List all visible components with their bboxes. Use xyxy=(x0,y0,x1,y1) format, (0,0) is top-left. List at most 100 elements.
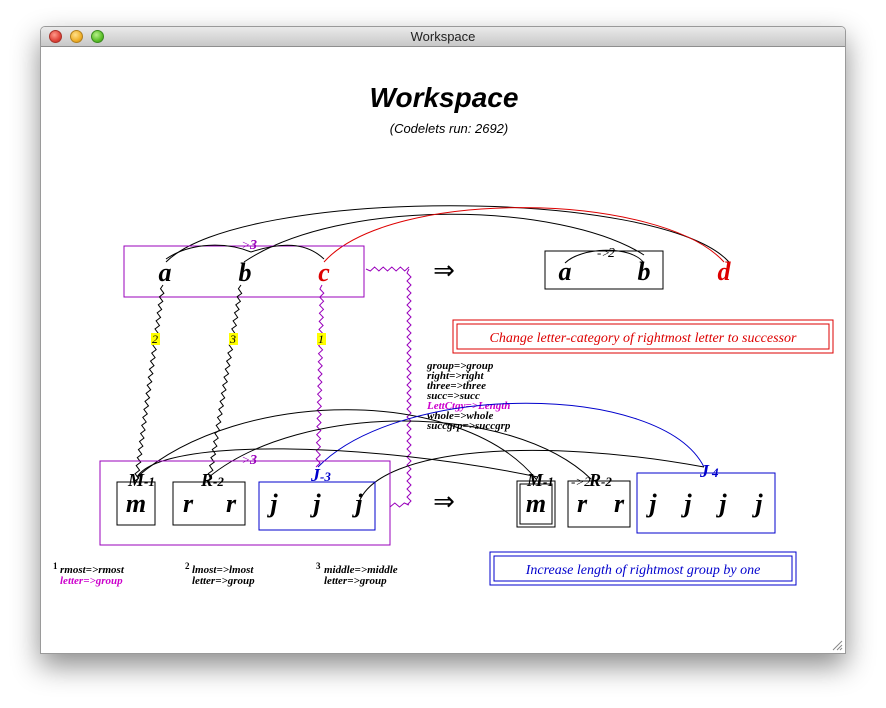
transform-arrow-top: ⇒ xyxy=(433,256,455,285)
zoom-button[interactable] xyxy=(91,30,104,43)
initial-letter-b: b xyxy=(239,258,252,287)
target-group-m-box xyxy=(116,481,156,526)
rule-top-text: Change letter-category of rightmost lett… xyxy=(490,331,797,346)
slippage-item: right=>right xyxy=(427,370,485,382)
target-whole-length: 3 xyxy=(249,453,257,468)
correspondence-arc xyxy=(243,213,645,263)
target-letter: r xyxy=(183,489,194,518)
initial-group-arc xyxy=(250,244,325,260)
bridge-zigzag xyxy=(133,284,165,483)
rule-bottom-box-inner xyxy=(493,555,793,582)
footnote-line: lmost=>lmost xyxy=(192,564,254,576)
correspondence-arc xyxy=(165,205,730,263)
answer-letter: j xyxy=(680,489,692,518)
bridge-zigzag xyxy=(206,284,243,483)
target-whole-group-box xyxy=(99,460,391,546)
target-group-r-box xyxy=(172,481,246,526)
target-group-m-label: M-1 xyxy=(127,470,155,490)
bond-number-3: 1 xyxy=(318,332,324,346)
initial-letter-a: a xyxy=(159,258,172,287)
bridge-zigzag xyxy=(365,266,410,272)
modified-letter-b: b xyxy=(638,257,651,286)
initial-group-length: 3 xyxy=(249,238,257,253)
workspace-heading: Workspace xyxy=(370,82,519,113)
slippage-item: LettCtgy=>Length xyxy=(426,400,510,412)
answer-group-m-box-outer xyxy=(516,480,556,528)
initial-letter-c: c xyxy=(318,258,330,287)
correspondence-arc xyxy=(136,448,539,478)
bond-label-bg xyxy=(317,333,326,345)
modified-group-arc xyxy=(564,249,645,264)
answer-group-r-label: R-2 xyxy=(588,470,612,490)
workspace-window: Workspace Workspace (Codelets run: 2692)… xyxy=(40,26,846,654)
answer-letter: j xyxy=(645,489,657,518)
slippage-list: group=>group right=>right three=>three s… xyxy=(426,360,511,432)
target-letter: m xyxy=(126,489,146,518)
initial-group-box xyxy=(123,245,365,298)
bond-label-bg xyxy=(151,333,160,345)
workspace-canvas: Workspace (Codelets run: 2692) -> 3 a b … xyxy=(53,82,834,587)
rule-bottom-text: Increase length of rightmost group by on… xyxy=(525,563,761,578)
target-group-j-box xyxy=(258,481,376,531)
codelets-count: (Codelets run: 2692) xyxy=(390,121,509,136)
minimize-button[interactable] xyxy=(70,30,83,43)
resize-grip-icon[interactable] xyxy=(831,639,843,651)
slippage-item: three=>three xyxy=(427,380,486,392)
footnote-line: rmost=>rmost xyxy=(60,564,125,576)
answer-letter: j xyxy=(751,489,763,518)
slippage-item: succ=>succ xyxy=(426,390,480,402)
rule-arc xyxy=(323,207,725,263)
slippage-item: group=>group xyxy=(426,360,494,372)
correspondence-arc xyxy=(317,402,705,468)
slippage-item: whole=>whole xyxy=(427,410,493,422)
bridges xyxy=(133,266,412,508)
modified-letter-a: a xyxy=(559,257,572,286)
answer-group-r-box xyxy=(567,480,631,528)
answer-group-m-label: M-1 xyxy=(526,470,554,490)
answer-letter: m xyxy=(526,489,546,518)
bond-number-2: 3 xyxy=(229,332,236,346)
rule-top-box-outer xyxy=(452,319,834,354)
bridge-zigzag xyxy=(406,268,412,506)
modified-group-box xyxy=(544,250,664,290)
footnote-num: 3 xyxy=(316,561,321,571)
footnote-num: 2 xyxy=(185,561,190,571)
bond-label-bg xyxy=(229,333,238,345)
target-letter: r xyxy=(226,489,237,518)
answer-letter: r xyxy=(614,489,625,518)
window-title: Workspace xyxy=(410,29,476,44)
answer-letter-d: d xyxy=(718,257,732,286)
bridge-zigzag xyxy=(389,502,410,508)
modified-group-length: 2 xyxy=(608,246,615,261)
answer-group-m-box-inner xyxy=(519,483,553,525)
footnote-line: letter=>group xyxy=(192,575,255,587)
answer-arrow: ->2 xyxy=(571,474,591,489)
title-bar[interactable]: Workspace xyxy=(41,27,845,47)
target-letter: j xyxy=(351,489,363,518)
initial-group-arc xyxy=(165,244,252,260)
correspondence-arc xyxy=(136,409,537,480)
rule-top-box-inner xyxy=(456,323,830,350)
target-group-r-label: R-2 xyxy=(200,470,224,490)
target-whole-arrow: -> xyxy=(237,452,250,467)
answer-letter: r xyxy=(577,489,588,518)
bond-number-1: 2 xyxy=(152,332,158,346)
modified-group-arrow: -> xyxy=(597,245,610,260)
target-group-j-label: J-3 xyxy=(310,465,331,485)
footnote-line: letter=>group xyxy=(60,575,123,587)
rule-bottom-box-outer xyxy=(489,551,797,586)
answer-letter: j xyxy=(715,489,727,518)
footnote-num: 1 xyxy=(53,561,58,571)
close-button[interactable] xyxy=(49,30,62,43)
answer-group-j-box xyxy=(636,472,776,534)
correspondence-arc xyxy=(208,420,592,480)
footnote-line: middle=>middle xyxy=(324,564,398,576)
footnotes: 1 rmost=>rmost letter=>group 2 lmost=>lm… xyxy=(53,561,398,587)
footnote-line: letter=>group xyxy=(324,575,387,587)
initial-group-arrow: -> xyxy=(237,237,250,252)
target-letter: j xyxy=(309,489,321,518)
target-letter: j xyxy=(266,489,278,518)
transform-arrow-bottom: ⇒ xyxy=(433,487,455,516)
bridge-zigzag xyxy=(315,284,325,468)
